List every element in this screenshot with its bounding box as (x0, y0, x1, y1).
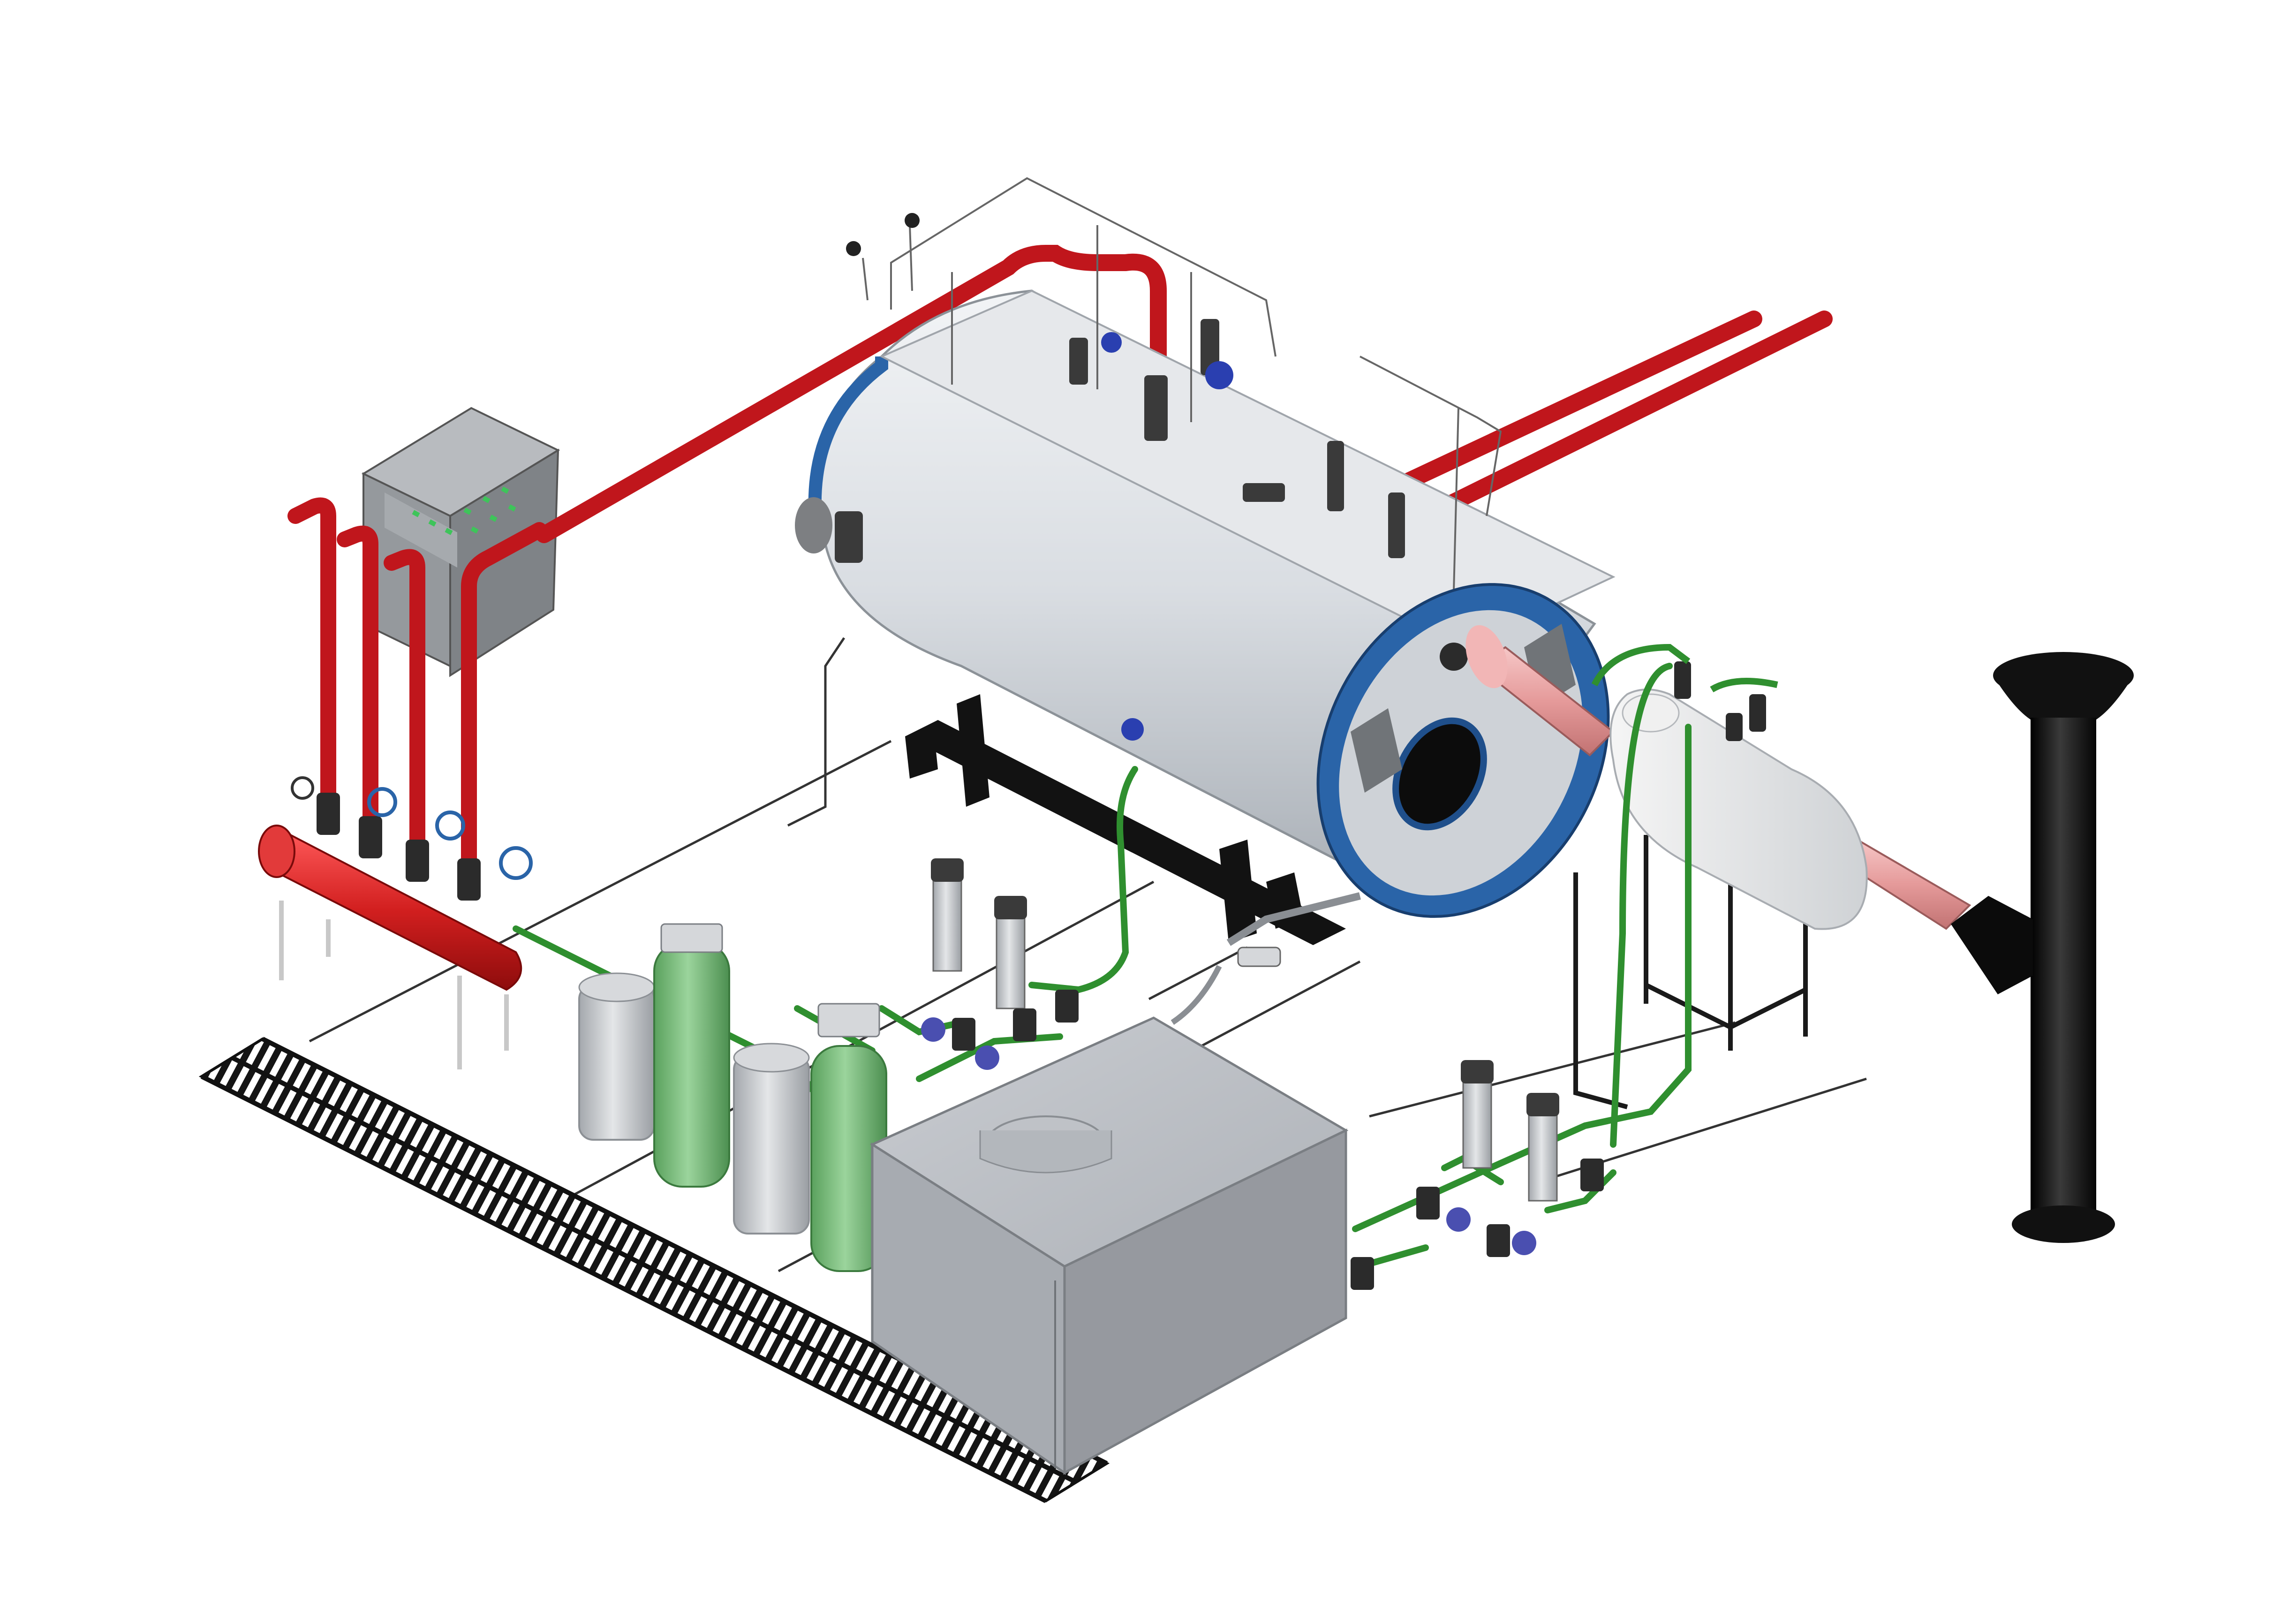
pressure-gauge-icon (291, 776, 314, 800)
vertical-pump-icon (1461, 1060, 1559, 1202)
chimney (1951, 652, 2134, 1243)
boiler-top-railing (862, 177, 1502, 591)
feedwater-pump-group (921, 858, 1079, 1070)
brine-tank (578, 972, 655, 1141)
water-softener-set (578, 923, 887, 1272)
feedwater-pump-group (1351, 1060, 1604, 1290)
brine-tank (733, 1043, 810, 1235)
boiler-top-fittings (835, 319, 1405, 563)
boiler-base-frame (905, 694, 1346, 945)
fuel-gas-train (1171, 892, 1361, 1025)
handwheel-valve-icon (367, 787, 533, 880)
softener-resin-tank (810, 1003, 887, 1272)
steam-riser-pipes (287, 497, 547, 890)
feedwater-tank (869, 1016, 1349, 1475)
steam-header (258, 497, 547, 1069)
cabinet-indicator-leds (412, 486, 516, 535)
control-cabinet (361, 407, 560, 677)
handwheel-valve-icon (1101, 332, 1233, 741)
vertical-pump-icon (931, 858, 1027, 1009)
softener-resin-tank (653, 923, 730, 1188)
economizer-valves (1674, 661, 1766, 741)
header-valves (317, 793, 481, 901)
economizer (1573, 644, 1868, 1109)
